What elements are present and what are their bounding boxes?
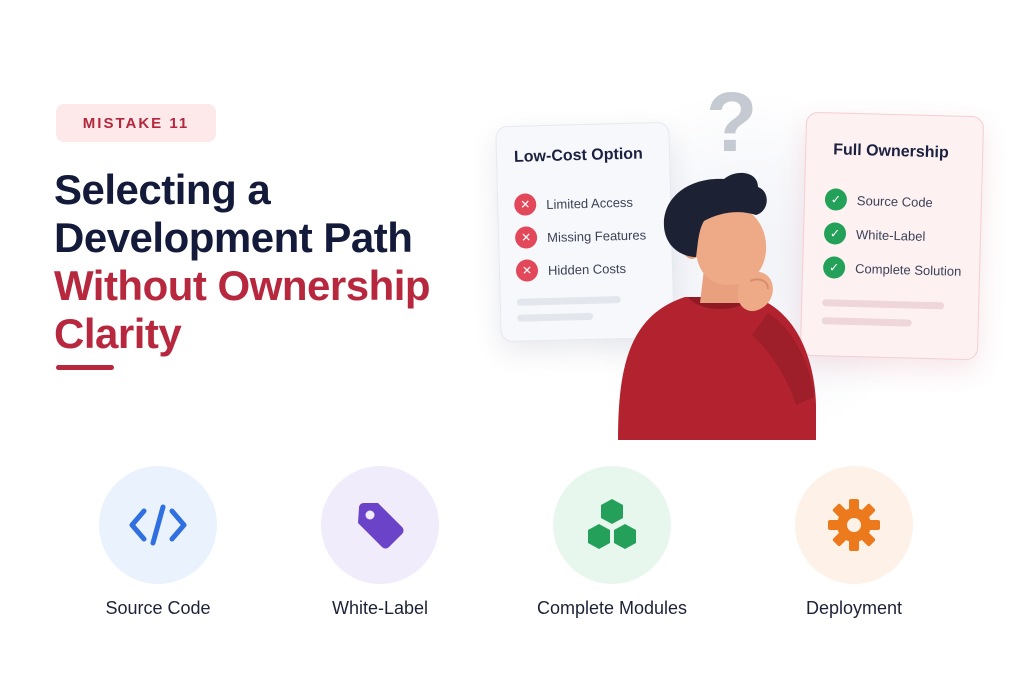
feature-circle: [321, 466, 439, 584]
gear-icon: [828, 499, 880, 551]
low-cost-card-title: Low-Cost Option: [513, 145, 644, 166]
question-mark-icon: ?: [706, 75, 758, 169]
feature-deployment: Deployment: [754, 466, 954, 619]
code-brackets-icon: [129, 504, 187, 546]
placeholder-line: [517, 312, 594, 322]
hexagon-cubes-icon: [588, 499, 636, 549]
feature-label: Deployment: [805, 598, 903, 618]
ownership-item: ✓ Complete Solution: [822, 255, 962, 283]
headline-line-1: Selecting a: [54, 166, 271, 213]
x-circle-icon: ✕: [515, 259, 539, 282]
thinking-person-illustration: [618, 172, 816, 440]
headline: Selecting a Development Path Without Own…: [54, 166, 494, 358]
feature-label: White-Label: [331, 598, 429, 618]
feature-label: Complete Modules: [536, 598, 688, 618]
mistake-badge: MISTAKE 11: [56, 104, 216, 142]
headline-underline: [56, 365, 114, 370]
x-circle-icon: ✕: [513, 193, 537, 216]
ownership-item-label: Complete Solution: [854, 260, 962, 279]
feature-source-code: Source Code: [58, 466, 258, 619]
headline-line-4: Clarity: [54, 310, 182, 357]
full-ownership-card-title: Full Ownership: [833, 141, 949, 162]
feature-circle: [99, 466, 217, 584]
ownership-item: ✓ Source Code: [824, 187, 933, 214]
headline-line-3: Without Ownership: [54, 262, 431, 309]
feature-circle: [795, 466, 913, 584]
feature-white-label: White-Label: [280, 466, 480, 619]
headline-line-2: Development Path: [54, 214, 413, 261]
tag-icon: [358, 503, 404, 549]
ownership-item-label: White-Label: [855, 226, 926, 244]
ownership-item: ✓ White-Label: [823, 221, 926, 248]
feature-complete-modules: Complete Modules: [512, 466, 712, 619]
ownership-item-label: Source Code: [856, 192, 933, 210]
placeholder-line: [822, 299, 945, 310]
placeholder-line: [821, 317, 912, 327]
feature-circle: [553, 466, 671, 584]
x-circle-icon: ✕: [514, 226, 538, 249]
feature-label: Source Code: [105, 598, 211, 618]
